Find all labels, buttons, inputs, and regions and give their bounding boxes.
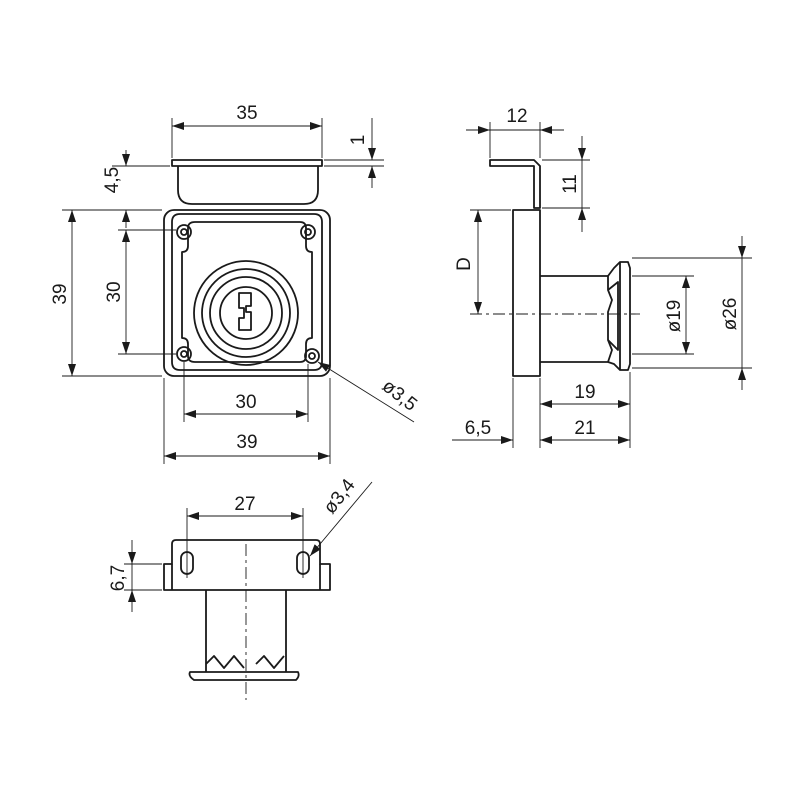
mounting-hole-bottom-right — [304, 348, 320, 364]
dim-label-plate-height: 6,7 — [108, 565, 129, 591]
bottom-cylinder — [205, 590, 287, 672]
dimension-flange-depth: 12 — [466, 106, 564, 158]
dimension-overall-length: 21 — [540, 418, 630, 444]
side-body-plate — [512, 209, 541, 377]
mounting-hole-bottom-left — [176, 346, 192, 362]
dimension-cylinder-diameter: ø19 — [632, 275, 694, 355]
leader-hole-diameter: ø3,5 — [317, 361, 421, 423]
dim-label-hole-diameter: ø3,5 — [378, 376, 421, 416]
dim-label-overall-length: 21 — [574, 418, 595, 439]
dim-label-flange-thickness: 1 — [348, 135, 369, 146]
keyway-icon — [238, 292, 252, 331]
dim-label-hole-spacing-vertical: 30 — [104, 281, 125, 302]
dimension-flange-width: 35 — [171, 103, 323, 158]
dim-label-flange-width: 35 — [236, 103, 257, 124]
dim-label-flange-offset: 4,5 — [102, 167, 123, 193]
dimension-body-width: 39 — [163, 378, 331, 464]
bottom-plate — [163, 539, 331, 591]
dimension-plate-thickness: 6,5 — [452, 378, 514, 448]
dimension-face-diameter: ø26 — [632, 236, 752, 390]
dimension-flange-height: 11 — [542, 136, 590, 232]
dim-label-face-diameter: ø26 — [720, 298, 741, 331]
dimension-flange-thickness: 1 — [324, 118, 384, 188]
mounting-hole-top-right — [300, 224, 316, 240]
dimension-slot-spacing: 27 — [186, 494, 304, 548]
dimension-flange-offset: 4,5 — [102, 150, 170, 228]
dim-label-hole-spacing-horizontal: 30 — [235, 392, 256, 413]
side-cylinder — [540, 261, 631, 371]
dim-label-slot-diameter: ø3,4 — [320, 475, 360, 518]
dim-label-backset: D — [454, 257, 475, 271]
front-top-flange — [171, 159, 323, 205]
mounting-hole-top-left — [176, 224, 192, 240]
dimension-plate-height: 6,7 — [108, 540, 162, 612]
dim-label-flange-height: 11 — [560, 174, 581, 194]
dim-label-cylinder-length: 19 — [574, 382, 595, 403]
dim-label-body-width: 39 — [236, 432, 257, 453]
dimension-hole-spacing-horizontal: 30 — [183, 362, 309, 422]
side-flange — [489, 159, 541, 209]
mounting-slot-left — [180, 548, 194, 578]
dimension-hole-spacing-vertical: 30 — [104, 229, 176, 355]
dimension-cylinder-length: 19 — [539, 372, 631, 448]
dim-label-slot-spacing: 27 — [234, 494, 255, 515]
bottom-face-cap — [188, 671, 300, 681]
dim-label-flange-depth: 12 — [506, 106, 527, 127]
bottom-view: 27 ø3,4 6,7 — [108, 475, 373, 700]
dimension-body-height: 39 — [50, 209, 162, 377]
dim-label-cylinder-diameter: ø19 — [664, 300, 685, 333]
dim-label-plate-thickness: 6,5 — [465, 418, 491, 439]
dimension-backset: D — [454, 209, 511, 314]
dim-label-body-height: 39 — [50, 283, 71, 304]
mounting-slot-right — [296, 548, 310, 578]
side-view: 12 11 D ø19 — [452, 106, 752, 448]
key-cylinder-front — [193, 260, 299, 366]
front-view: 35 1 4,5 39 30 — [50, 103, 421, 464]
